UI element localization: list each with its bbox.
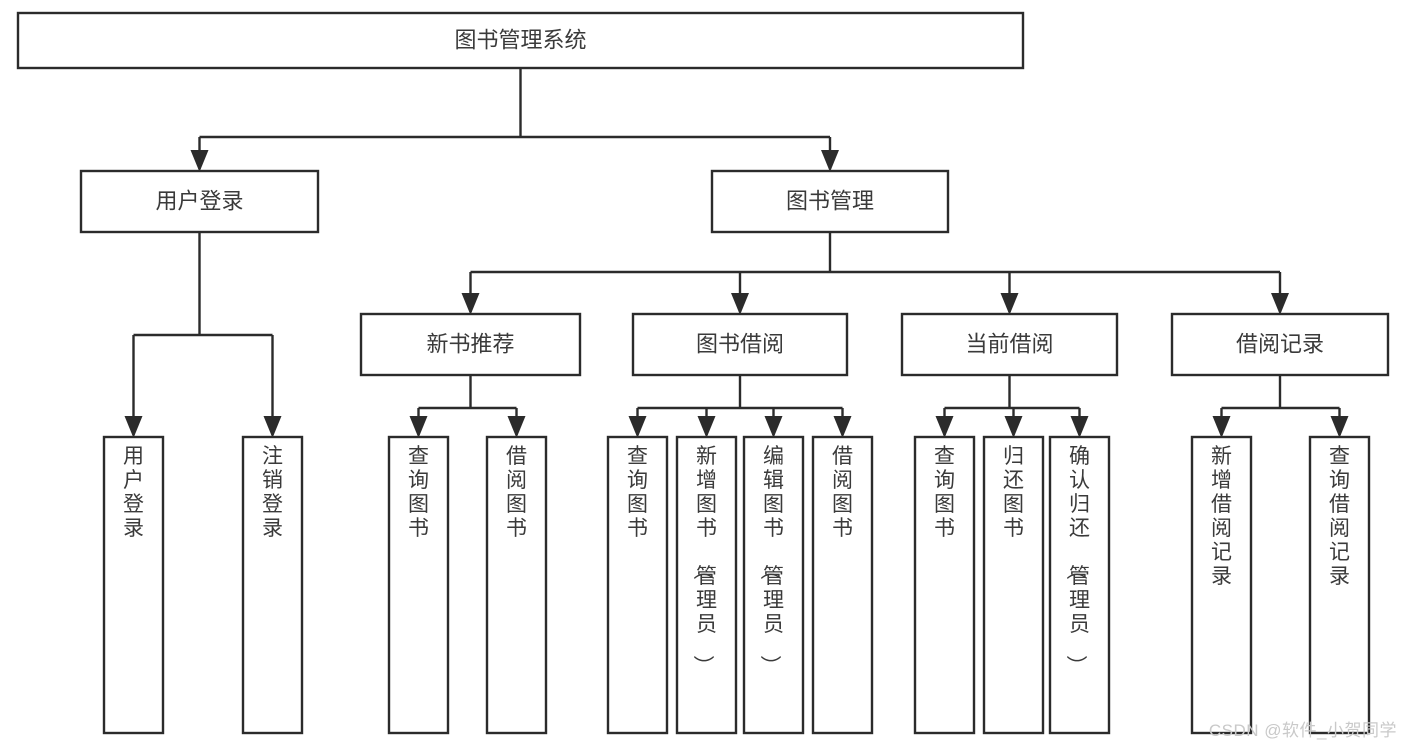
edge-group-g_borrow (628, 375, 852, 438)
node-box-n_record[interactable] (1170, 312, 1390, 377)
node-box-l_bw_query[interactable] (606, 435, 669, 735)
node-label-n_book_mgmt: 图书管理 (786, 188, 874, 213)
node-box-root[interactable] (16, 11, 1025, 70)
edge-group-g_current (935, 375, 1089, 438)
node-box-l_bw_edit[interactable] (742, 435, 805, 735)
node-label-l_bw_borrow: 借阅图书 (832, 445, 853, 540)
node-label-l_rc_query: 查询借阅记录 (1329, 445, 1350, 588)
node-box-l_rec_query[interactable] (387, 435, 450, 735)
node-box-n_borrow[interactable] (631, 312, 849, 377)
node-box-l_user_logout[interactable] (241, 435, 304, 735)
node-box-l_rc_query[interactable] (1308, 435, 1371, 735)
edge-group-g_book_mgmt (461, 232, 1289, 315)
node-l_cur_confirm[interactable]: 确认归还（管理员） (1048, 435, 1111, 735)
node-box-l_cur_confirm[interactable] (1048, 435, 1111, 735)
node-l_rc_add[interactable]: 新增借阅记录 (1190, 435, 1253, 735)
node-label-l_rc_add: 新增借阅记录 (1211, 445, 1232, 588)
node-l_user_logout[interactable]: 注销登录 (241, 435, 304, 735)
node-label-l_cur_return: 归还图书 (1003, 445, 1024, 540)
edges-layer (124, 68, 1349, 438)
node-n_user_login[interactable]: 用户登录 (79, 169, 320, 234)
node-box-l_bw_borrow[interactable] (811, 435, 874, 735)
node-label-n_record: 借阅记录 (1236, 331, 1324, 356)
node-label-n_user_login: 用户登录 (155, 188, 243, 213)
node-l_rec_borrow[interactable]: 借阅图书 (485, 435, 548, 735)
node-l_cur_return[interactable]: 归还图书 (982, 435, 1045, 735)
node-l_rec_query[interactable]: 查询图书 (387, 435, 450, 735)
node-label-l_cur_query: 查询图书 (934, 445, 955, 540)
node-box-n_new_rec[interactable] (359, 312, 582, 377)
node-root[interactable]: 图书管理系统 (16, 11, 1025, 70)
node-l_rc_query[interactable]: 查询借阅记录 (1308, 435, 1371, 735)
node-n_new_rec[interactable]: 新书推荐 (359, 312, 582, 377)
node-l_bw_add[interactable]: 新增图书（管理员） (675, 435, 738, 735)
node-box-n_current[interactable] (900, 312, 1119, 377)
node-label-l_user_logout: 注销登录 (262, 445, 283, 540)
edge-group-g_new_rec (409, 375, 526, 438)
node-box-l_bw_add[interactable] (675, 435, 738, 735)
node-label-n_borrow: 图书借阅 (696, 331, 784, 356)
nodes-layer: 图书管理系统用户登录图书管理新书推荐图书借阅当前借阅借阅记录用户登录注销登录查询… (16, 11, 1390, 735)
node-n_record[interactable]: 借阅记录 (1170, 312, 1390, 377)
node-label-l_bw_query: 查询图书 (627, 445, 648, 540)
edge-group-g_user_login (124, 232, 282, 438)
node-label-n_current: 当前借阅 (965, 331, 1053, 356)
node-n_borrow[interactable]: 图书借阅 (631, 312, 849, 377)
node-l_bw_borrow[interactable]: 借阅图书 (811, 435, 874, 735)
node-l_bw_edit[interactable]: 编辑图书（管理员） (742, 435, 805, 735)
node-box-l_rc_add[interactable] (1190, 435, 1253, 735)
node-n_current[interactable]: 当前借阅 (900, 312, 1119, 377)
node-label-n_new_rec: 新书推荐 (426, 331, 514, 356)
node-box-l_cur_return[interactable] (982, 435, 1045, 735)
node-l_user_login[interactable]: 用户登录 (102, 435, 165, 735)
node-box-n_user_login[interactable] (79, 169, 320, 234)
node-label-l_rec_query: 查询图书 (408, 445, 429, 540)
node-label-l_user_login: 用户登录 (123, 445, 144, 540)
node-box-n_book_mgmt[interactable] (710, 169, 950, 234)
node-l_cur_query[interactable]: 查询图书 (913, 435, 976, 735)
node-label-l_rec_borrow: 借阅图书 (506, 445, 527, 540)
node-label-l_cur_confirm: 确认归还（管理员） (1064, 445, 1090, 676)
node-box-l_cur_query[interactable] (913, 435, 976, 735)
node-label-l_bw_edit: 编辑图书（管理员） (758, 445, 784, 676)
edge-group-g_root (190, 68, 839, 172)
edge-group-g_record (1212, 375, 1349, 438)
node-label-l_bw_add: 新增图书（管理员） (691, 445, 717, 676)
node-box-l_user_login[interactable] (102, 435, 165, 735)
node-n_book_mgmt[interactable]: 图书管理 (710, 169, 950, 234)
node-l_bw_query[interactable]: 查询图书 (606, 435, 669, 735)
node-label-root: 图书管理系统 (454, 27, 586, 52)
node-box-l_rec_borrow[interactable] (485, 435, 548, 735)
